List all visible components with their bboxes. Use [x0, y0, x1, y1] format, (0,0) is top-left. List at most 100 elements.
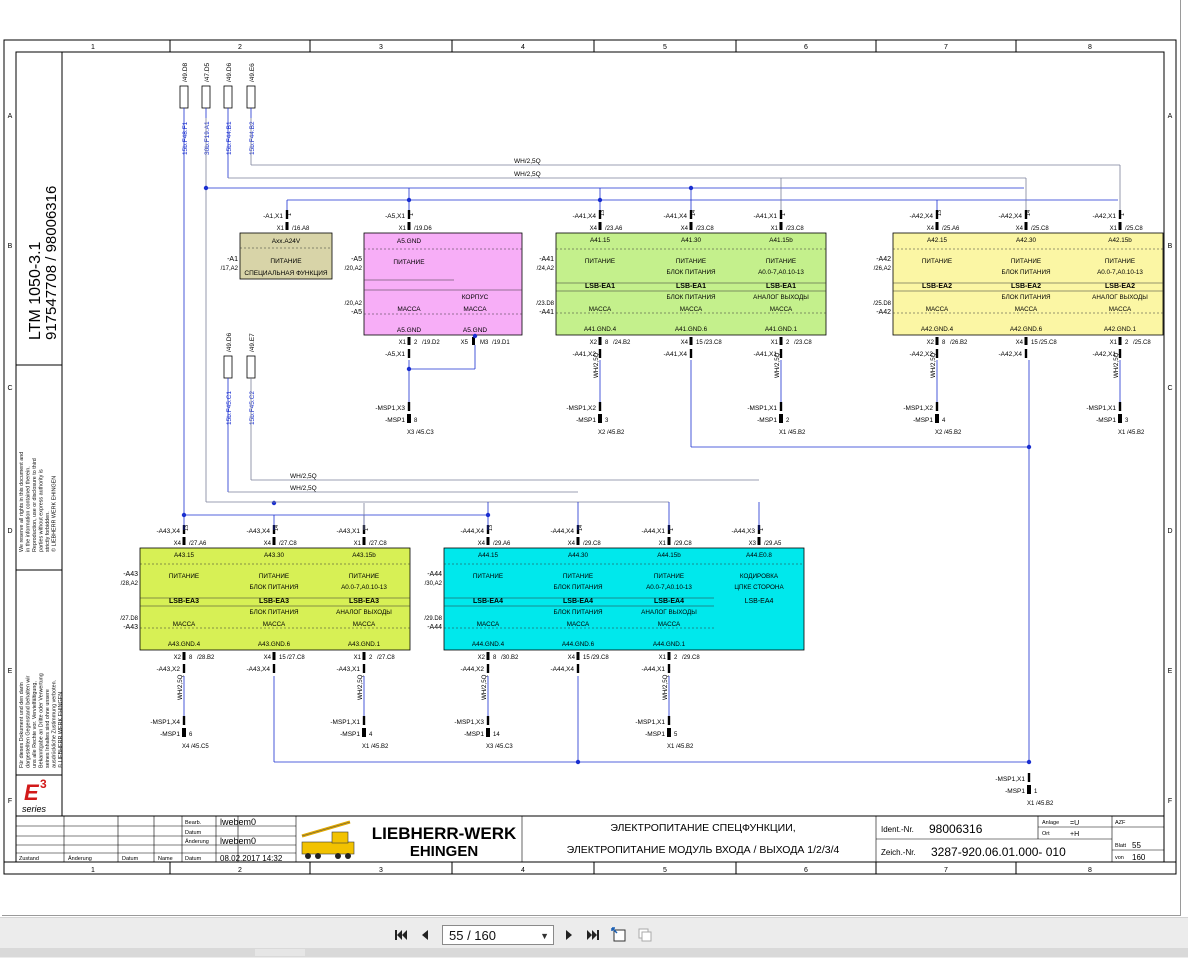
connector-label: -A43,X4 [157, 528, 181, 535]
wire-label: WH/2,5Q [930, 352, 937, 378]
module-sub2-label: БЛОК ПИТАНИЯ [1001, 294, 1051, 301]
prev-page-icon[interactable] [416, 925, 434, 945]
pin-number: 14 [493, 732, 500, 738]
module-a41-box [555, 232, 827, 336]
scrollbar-thumb[interactable] [255, 949, 305, 956]
pin-port: X1 [1110, 226, 1118, 232]
msp-connector-label: -MSP1,X1 [1086, 405, 1116, 412]
fuse-label: 15b.F45.C1 [226, 391, 233, 425]
module-side-tag: -A43 [123, 624, 138, 631]
module-mass-label: МАССА [173, 621, 196, 628]
ort-value: +H [1070, 831, 1079, 838]
module-sub-label: ЦПКЕ СТОРОНА [734, 584, 784, 591]
module-side-tag: -A42 [876, 309, 891, 316]
connector-pin [486, 728, 490, 737]
module-top-label: A5.GND [397, 238, 422, 245]
rights-line: parties without express authority is [39, 469, 45, 552]
pin-number: 8 [605, 340, 609, 346]
page-ref: X1 /45.B2 [667, 744, 694, 750]
connector-pin [779, 337, 783, 345]
module-side-ref: /26,A2 [874, 266, 892, 272]
wire-label: WH/2,5Q [357, 674, 364, 700]
pin-number: 6 [189, 732, 193, 738]
connector-pin [935, 349, 939, 358]
module-a42-box [892, 232, 1164, 336]
module-bottom-label: A44.GND.6 [562, 641, 595, 648]
rights-line: ausdrückliche Zustimmung verboten. [52, 680, 58, 768]
revision-header: Zustand [19, 856, 39, 862]
module-top-label: A41.15b [769, 237, 793, 244]
module-power-label: ПИТАНИЕ [1105, 258, 1135, 265]
connector-pin [1118, 349, 1122, 358]
module-power-label: ПИТАНИЕ [1011, 258, 1041, 265]
last-page-icon[interactable] [584, 925, 602, 945]
horizontal-scrollbar[interactable] [0, 948, 1188, 957]
e3-logo-series: series [22, 804, 47, 814]
connector-label: -A44,X4 [551, 666, 575, 673]
connector-label: -A44,X1 [642, 666, 666, 673]
connector-label: -A42,X1 [1093, 213, 1117, 220]
pin-number: 8 [189, 655, 193, 661]
page-ref: /16.A8 [292, 226, 310, 232]
first-page-icon[interactable] [392, 925, 410, 945]
page-select[interactable]: 55 / 160 ▼ [442, 925, 554, 945]
page-ref: /25.C8 [1039, 340, 1057, 346]
zeich-label: Zeich.-Nr. [881, 848, 916, 857]
wire-label: WH/2,5Q [177, 674, 184, 700]
column-label-bottom: 6 [804, 867, 808, 874]
module-housing-label: КОРПУС [462, 294, 489, 301]
next-page-icon[interactable] [560, 925, 578, 945]
connector-pin [576, 537, 580, 545]
pin-port: X2 [927, 340, 935, 346]
ident-value: 98006316 [929, 822, 983, 836]
pin-port: X4 [568, 541, 576, 547]
connector-pin [779, 349, 783, 358]
module-sub-label: БЛОК ПИТАНИЯ [666, 269, 716, 276]
connector-label: -A41,X4 [664, 213, 688, 220]
pin-port: X1 [399, 340, 407, 346]
pin-port: X4 [174, 541, 182, 547]
connector-pin [757, 537, 761, 545]
pin-number: 15 [583, 655, 590, 661]
connector-pin [486, 664, 490, 673]
e3-logo-letter: E [24, 780, 40, 805]
rights-org-de: © LIEBHERR WERK EHINGEN [57, 692, 64, 768]
connector-pin [689, 222, 693, 230]
page-ref: X3 /45.C3 [486, 744, 513, 750]
module-top-label: A44.15 [478, 552, 498, 559]
connector-pin [472, 337, 475, 345]
connector-pin [407, 414, 411, 423]
connector-pin [598, 210, 602, 219]
column-label-bottom: 1 [91, 867, 95, 874]
title-row-value: lwebem0 [220, 836, 256, 846]
msp-label: -MSP1 [1005, 788, 1025, 795]
page-ref: /23.C8 [786, 226, 804, 232]
msp-label: -MSP1 [645, 731, 665, 738]
module-top-label: A42.15 [927, 237, 947, 244]
module-lsb-label: LSB-EA1 [585, 283, 615, 290]
msp-connector-label: -MSP1,X2 [903, 405, 933, 412]
pin-port: X4 [681, 226, 689, 232]
connector-label: -A41,X2 [573, 351, 597, 358]
module-sub2-label: АНАЛОГ ВЫХОДЫ [1092, 294, 1148, 301]
drawing-title-line1: ЭЛЕКТРОПИТАНИЕ СПЕЦФУНКЦИИ, [610, 822, 795, 834]
logo-shape [305, 853, 311, 859]
module-top-label: A44.E0.8 [746, 552, 772, 559]
row-label-left: B [8, 243, 13, 250]
module-bottom-label: A43.GND.1 [348, 641, 381, 648]
pin-number: 5 [674, 732, 678, 738]
pin-port: X4 [590, 226, 598, 232]
connector-pin [182, 537, 186, 545]
connector-pin [576, 664, 580, 673]
fit-width-icon[interactable] [636, 925, 654, 945]
junction-dot [472, 333, 478, 339]
connector-pin [182, 664, 186, 673]
revision-header: Datum [122, 856, 139, 862]
fuse-symbol [179, 85, 189, 109]
logo-shape [345, 853, 351, 859]
row-label-left: A [8, 113, 13, 120]
msp-label: -MSP1 [576, 417, 596, 424]
fit-page-icon[interactable] [610, 925, 628, 945]
pin-number: 3 [605, 418, 609, 424]
